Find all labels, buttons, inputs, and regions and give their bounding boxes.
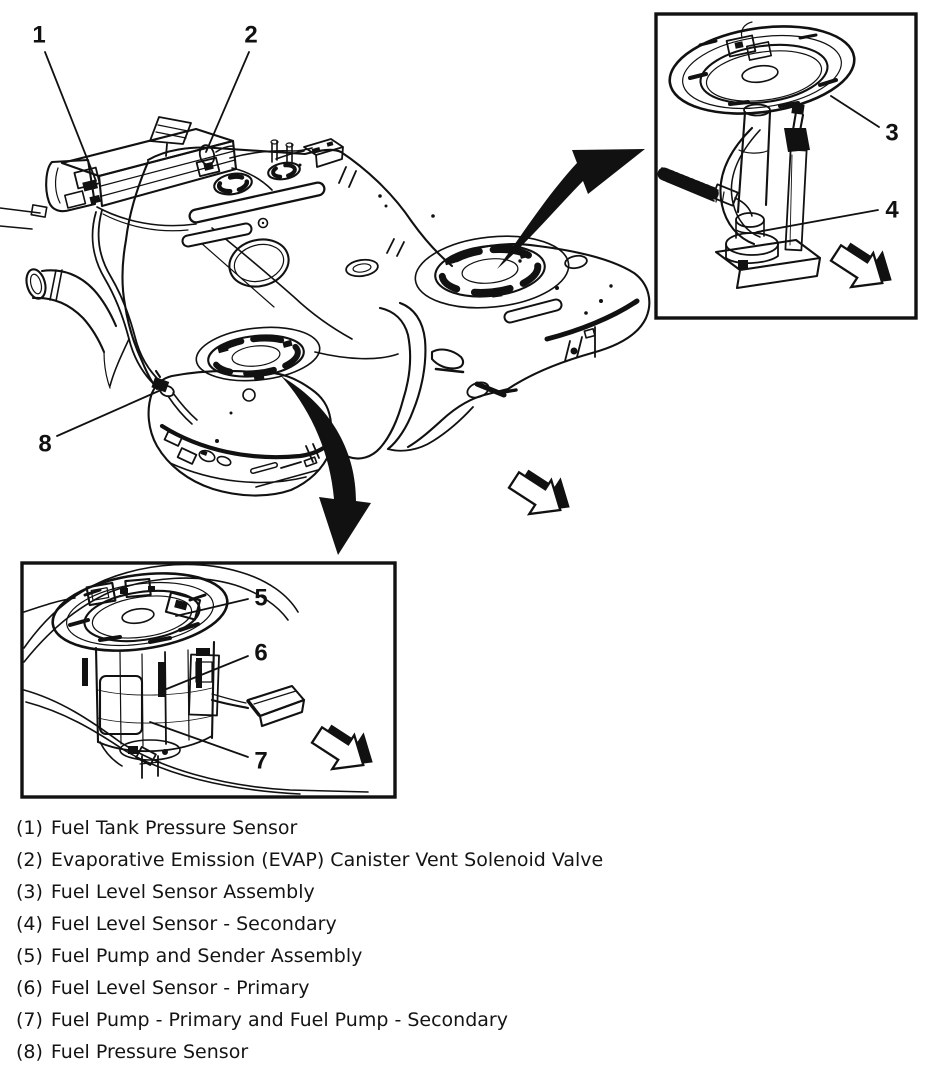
callout-3-leader — [830, 95, 880, 128]
callout-5-leader — [175, 598, 249, 617]
fuel-pressure-sensor-part — [151, 369, 198, 425]
fuel-lines — [0, 204, 165, 390]
inset-fuel-pump-sender-assembly: 5 6 7 — [20, 561, 397, 799]
callout-7-leader — [149, 721, 249, 758]
pump-body — [82, 640, 220, 779]
legend-number: (2) — [16, 849, 43, 871]
callout-4: 4 — [885, 197, 899, 224]
legend-label: Fuel Pump - Primary and Fuel Pump - Seco… — [50, 1009, 508, 1031]
legend-label: Fuel Level Sensor Assembly — [50, 881, 315, 903]
callout-6-leader — [163, 655, 249, 691]
parts-legend: (1) Fuel Tank Pressure Sensor (2) Evaporat… — [16, 812, 921, 1068]
callout-4-leader — [756, 209, 879, 233]
legend-item-1: (1) Fuel Tank Pressure Sensor — [16, 812, 921, 844]
callout-8-leader — [56, 389, 162, 437]
callout-2: 2 — [244, 22, 257, 49]
legend-number: (1) — [16, 817, 43, 839]
fuel-tank-drawing: 1 2 8 — [0, 22, 651, 555]
legend-item-7: (7) Fuel Pump - Primary and Fuel Pump - S… — [16, 1004, 921, 1036]
legend-label: Evaporative Emission (EVAP) Canister Ven… — [50, 849, 604, 871]
sensor-assembly-flange — [668, 21, 856, 115]
fuel-system-diagram: 1 2 8 — [0, 12, 918, 799]
zoom-arrow-to-primary-inset — [281, 376, 371, 555]
callout-3: 3 — [885, 120, 898, 147]
legend-number: (4) — [16, 913, 43, 935]
fuel-pump-sender-opening-left — [207, 334, 305, 381]
tank-right-side-details — [544, 298, 640, 362]
tank-top-details — [181, 138, 613, 324]
callout-7: 7 — [254, 748, 267, 775]
callout-1: 1 — [32, 22, 45, 49]
legend-number: (5) — [16, 945, 43, 967]
direction-arrow-icon-middle — [501, 455, 582, 532]
legend-item-3: (3) Fuel Level Sensor Assembly — [16, 876, 921, 908]
fuel-filler-hose — [25, 268, 118, 354]
legend-label: Fuel Level Sensor - Secondary — [50, 913, 337, 935]
inset-border-bottom-left — [20, 561, 397, 799]
legend-number: (7) — [16, 1009, 43, 1031]
legend-label: Fuel Pressure Sensor — [50, 1041, 249, 1063]
legend-label: Fuel Tank Pressure Sensor — [50, 817, 298, 839]
legend-label: Fuel Pump and Sender Assembly — [50, 945, 363, 967]
callout-5: 5 — [254, 585, 267, 612]
pump-assembly-flange — [51, 572, 229, 652]
callout-1-leader — [44, 51, 97, 182]
legend-label: Fuel Level Sensor - Primary — [50, 977, 310, 999]
evap-canister — [45, 116, 313, 232]
legend-number: (6) — [16, 977, 43, 999]
legend-item-8: (8) Fuel Pressure Sensor — [16, 1036, 921, 1068]
inset-fuel-level-sensor-assembly: 3 4 — [654, 12, 918, 320]
callout-6: 6 — [254, 640, 267, 667]
legend-item-4: (4) Fuel Level Sensor - Secondary — [16, 908, 921, 940]
callout-8: 8 — [38, 431, 51, 458]
float-arm — [210, 684, 306, 728]
legend-item-6: (6) Fuel Level Sensor - Primary — [16, 972, 921, 1004]
legend-item-5: (5) Fuel Pump and Sender Assembly — [16, 940, 921, 972]
legend-number: (8) — [16, 1041, 43, 1063]
callout-2-leader — [205, 51, 250, 153]
legend-number: (3) — [16, 881, 43, 903]
zoom-arrow-to-secondary-inset — [497, 149, 645, 269]
legend-item-2: (2) Evaporative Emission (EVAP) Canister … — [16, 844, 921, 876]
tank-left-lobe-details — [159, 388, 334, 488]
fuel-level-sensor-secondary-part — [784, 103, 810, 252]
fuel-level-sensor-opening-right — [434, 244, 546, 298]
